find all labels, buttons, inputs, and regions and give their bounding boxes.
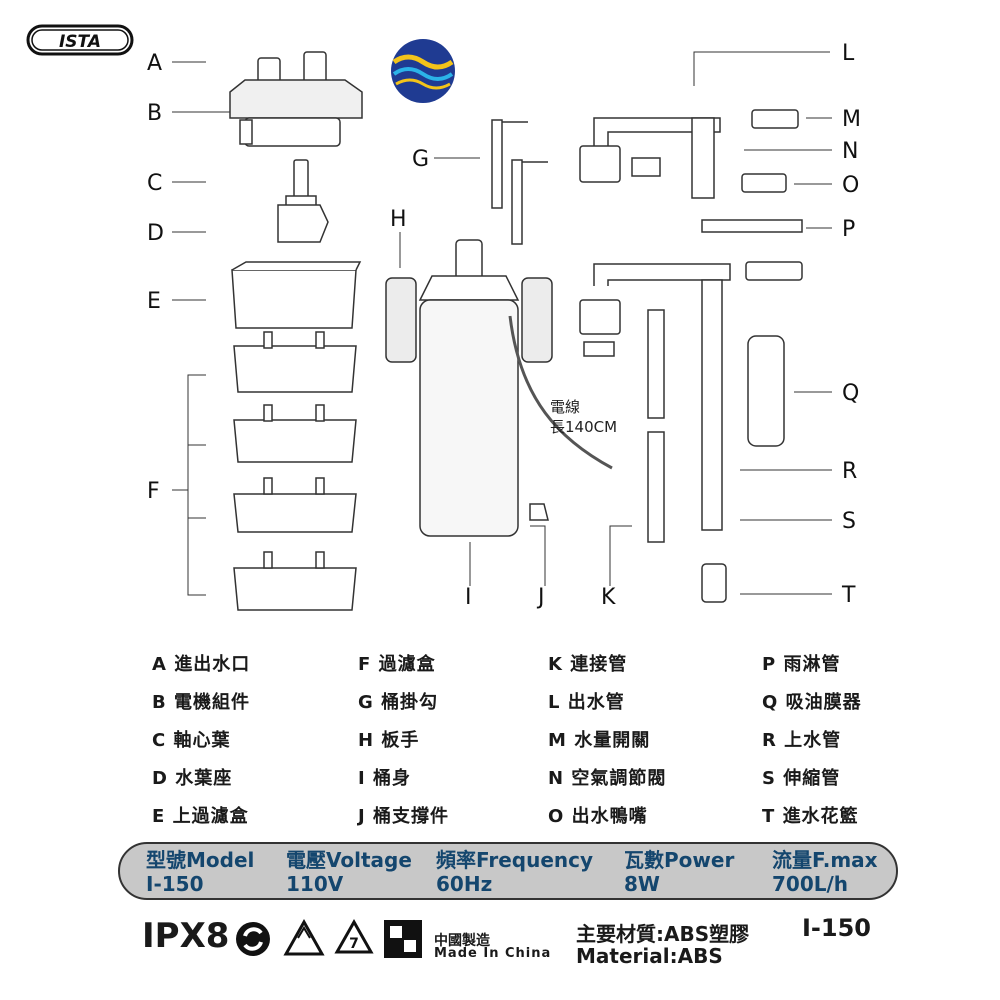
- part-hooks: [491, 119, 548, 245]
- callout-g: G: [412, 147, 429, 172]
- material-cn: 主要材質:ABS塑膠: [576, 922, 750, 946]
- part-handle-right: [521, 277, 553, 363]
- callout-m: M: [842, 107, 861, 132]
- power-cord: [508, 315, 613, 470]
- callout-a: A: [147, 51, 162, 76]
- callout-n: N: [842, 139, 858, 164]
- legend-item-p: P 雨淋管: [762, 654, 841, 675]
- origin-cn: 中國製造: [434, 933, 490, 949]
- ip-rating: IPX8: [142, 916, 230, 956]
- callout-k: K: [601, 585, 616, 610]
- part-handle-left: [385, 277, 417, 363]
- legend-item-f: F 過濾盒: [358, 654, 436, 675]
- callout-b: B: [147, 101, 162, 126]
- part-intake-pipe: [579, 261, 803, 531]
- spec-model-label: 型號Model: [146, 848, 255, 872]
- brand-badge-icon: [391, 39, 455, 103]
- part-connector-tube-1: [647, 309, 665, 419]
- spec-power: 瓦數Power 8W: [624, 848, 734, 896]
- callout-s: S: [842, 509, 856, 534]
- material-en: Material:ABS: [576, 944, 723, 968]
- spec-frequency: 頻率Frequency 60Hz: [436, 848, 593, 896]
- part-spray-bar: [701, 219, 803, 233]
- cord-length-note-line1: 電線: [550, 398, 580, 416]
- legend-item-o: O 出水鴨嘴: [548, 806, 648, 827]
- origin-en: Made In China: [434, 946, 552, 961]
- legend-item-e: E 上過濾盒: [152, 806, 249, 827]
- cord-length-note-line2: 長140CM: [550, 418, 617, 436]
- spec-bar: 型號Model I-150 電壓Voltage 110V 頻率Frequency…: [118, 842, 898, 900]
- legend-item-d: D 水葉座: [152, 768, 233, 789]
- callout-q: Q: [842, 381, 859, 406]
- part-surface-skimmer: [747, 335, 785, 447]
- callout-t: T: [841, 583, 856, 608]
- spec-frequency-label: 頻率Frequency: [436, 848, 594, 872]
- callout-r: R: [842, 459, 857, 484]
- spec-model-value: I-150: [146, 872, 204, 896]
- svg-text:7: 7: [349, 936, 359, 952]
- part-outlet-pipe: [579, 117, 721, 199]
- part-support-clip: [529, 503, 549, 521]
- part-flow-valve: [751, 109, 799, 129]
- callout-j: J: [536, 585, 545, 610]
- legend-item-l: L 出水管: [548, 692, 625, 713]
- legend-item-q: Q 吸油膜器: [762, 692, 862, 713]
- legend-item-i: I 桶身: [358, 768, 411, 789]
- spec-frequency-value: 60Hz: [436, 872, 493, 896]
- spec-flow-label: 流量F.max: [772, 848, 878, 872]
- legend-item-r: R 上水管: [762, 730, 842, 751]
- legend-item-j: J 桶支撐件: [358, 806, 449, 827]
- callout-l: L: [842, 41, 855, 66]
- part-intake-strainer: [701, 563, 727, 603]
- legend-item-s: S 伸縮管: [762, 768, 841, 789]
- part-canister: [418, 239, 520, 537]
- part-filter-trays: [233, 331, 357, 611]
- spec-voltage-value: 110V: [286, 872, 344, 896]
- part-motor-head: [229, 51, 363, 147]
- recycle-triangle-icon: [283, 918, 325, 956]
- callout-o: O: [842, 173, 859, 198]
- legend-item-h: H 板手: [358, 730, 420, 751]
- callout-c: C: [147, 171, 162, 196]
- legend-item-b: B 電機組件: [152, 692, 251, 713]
- part-impeller-seat: [277, 204, 329, 243]
- legend-item-n: N 空氣調節閥: [548, 768, 667, 789]
- ista-logo: ISTA: [26, 24, 134, 56]
- callout-f: F: [147, 479, 160, 504]
- legend-item-g: G 桶掛勾: [358, 692, 439, 713]
- spec-model: 型號Model I-150: [146, 848, 254, 896]
- spec-power-label: 瓦數Power: [624, 848, 735, 872]
- spec-flow: 流量F.max 700L/h: [772, 848, 878, 896]
- spec-flow-value: 700L/h: [772, 872, 849, 896]
- legend-item-a: A 進出水口: [152, 654, 251, 675]
- model-number: I-150: [802, 914, 871, 942]
- part-outlet-spout: [741, 173, 787, 193]
- callout-h: H: [390, 207, 407, 232]
- spec-voltage: 電壓Voltage 110V: [286, 848, 412, 896]
- recycle-code-7-icon: 7: [334, 918, 374, 954]
- spec-power-value: 8W: [624, 872, 660, 896]
- green-dot-recycle-icon: [236, 922, 270, 956]
- legend-item-c: C 軸心葉: [152, 730, 231, 751]
- spec-voltage-label: 電壓Voltage: [286, 848, 412, 872]
- callout-i: I: [465, 585, 472, 610]
- part-connector-tube-2: [647, 431, 665, 543]
- callout-p: P: [842, 217, 855, 242]
- legend-item-t: T 進水花籃: [762, 806, 859, 827]
- part-upper-filter-tray: [231, 261, 362, 329]
- safety-mark-icon: [384, 920, 422, 958]
- exploded-parts-diagram: A B C D E F G H I J K L M N O P Q R S T …: [147, 41, 861, 611]
- legend-item-k: K 連接管: [548, 654, 628, 675]
- logo-text: ISTA: [59, 32, 101, 52]
- callout-e: E: [147, 289, 161, 314]
- callout-d: D: [147, 221, 164, 246]
- part-impeller: [285, 159, 317, 207]
- legend-item-m: M 水量開關: [548, 730, 651, 751]
